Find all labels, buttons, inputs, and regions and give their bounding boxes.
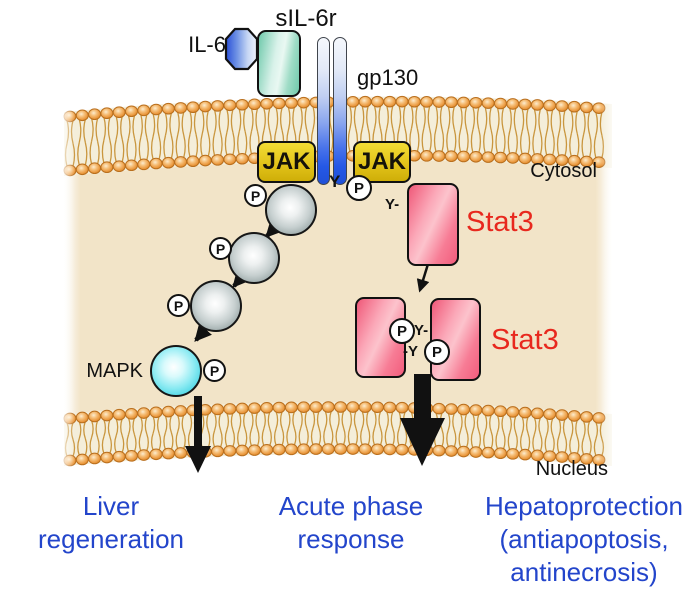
cytosol-label: Cytosol	[530, 160, 597, 182]
mapk-phosphate-badge: P	[203, 359, 226, 382]
outcome-acute-phase: Acute phase response	[278, 491, 424, 554]
kinase-sphere-1	[265, 184, 317, 236]
stat3-monomer-y-label: Y-	[385, 196, 400, 213]
outcome-hepatoprotection: Hepatoprotection (antiapoptosis, antinec…	[484, 491, 684, 587]
outcome-liver-regeneration: Liver regeneration	[38, 491, 184, 554]
kinase1-phosphate-badge: P	[244, 184, 267, 207]
jak-right-label: JAK	[357, 148, 406, 175]
dimer-phosphate-badge-1: P	[389, 318, 415, 344]
stat3-monomer	[407, 183, 459, 266]
kinase3-phosphate-badge: P	[167, 294, 190, 317]
sil6r-label: sIL-6r	[275, 5, 337, 32]
jak-box-left: JAK	[257, 141, 316, 183]
stat3-dimer-label: Stat3	[491, 324, 559, 356]
mapk-label: MAPK	[86, 360, 143, 382]
kinase2-phosphate-badge: P	[209, 237, 232, 260]
gp130-bar-right	[333, 37, 347, 185]
receptor-phosphate-badge: P	[346, 175, 372, 201]
dimer-phosphate-badge-2: P	[424, 339, 450, 365]
kinase-sphere-2	[228, 232, 280, 284]
stat3-monomer-label: Stat3	[466, 206, 534, 238]
il6-octagon	[224, 27, 259, 71]
gp130-bar-left	[317, 37, 330, 185]
jak-box-right: JAK	[353, 141, 411, 183]
il6-label: IL-6	[188, 32, 226, 57]
jak-left-label: JAK	[262, 148, 311, 175]
stat3-recruitment-arrow	[416, 263, 430, 293]
sil6r-receptor	[257, 30, 301, 97]
mapk-nuclear-arrow	[185, 396, 211, 473]
nucleus-label: Nucleus	[535, 458, 608, 480]
receptor-tyrosine-label: Y	[329, 172, 341, 191]
dimer-dash-y-label: -Y	[403, 343, 418, 360]
mapk-circle	[150, 345, 202, 397]
kinase-sphere-3	[190, 280, 242, 332]
dimer-y-dash-label: Y-	[414, 322, 429, 339]
cytosol-region	[64, 150, 612, 440]
stat3-nuclear-arrow	[400, 374, 445, 466]
il6-ligand	[224, 27, 259, 71]
gp130-label: gp130	[357, 65, 419, 90]
